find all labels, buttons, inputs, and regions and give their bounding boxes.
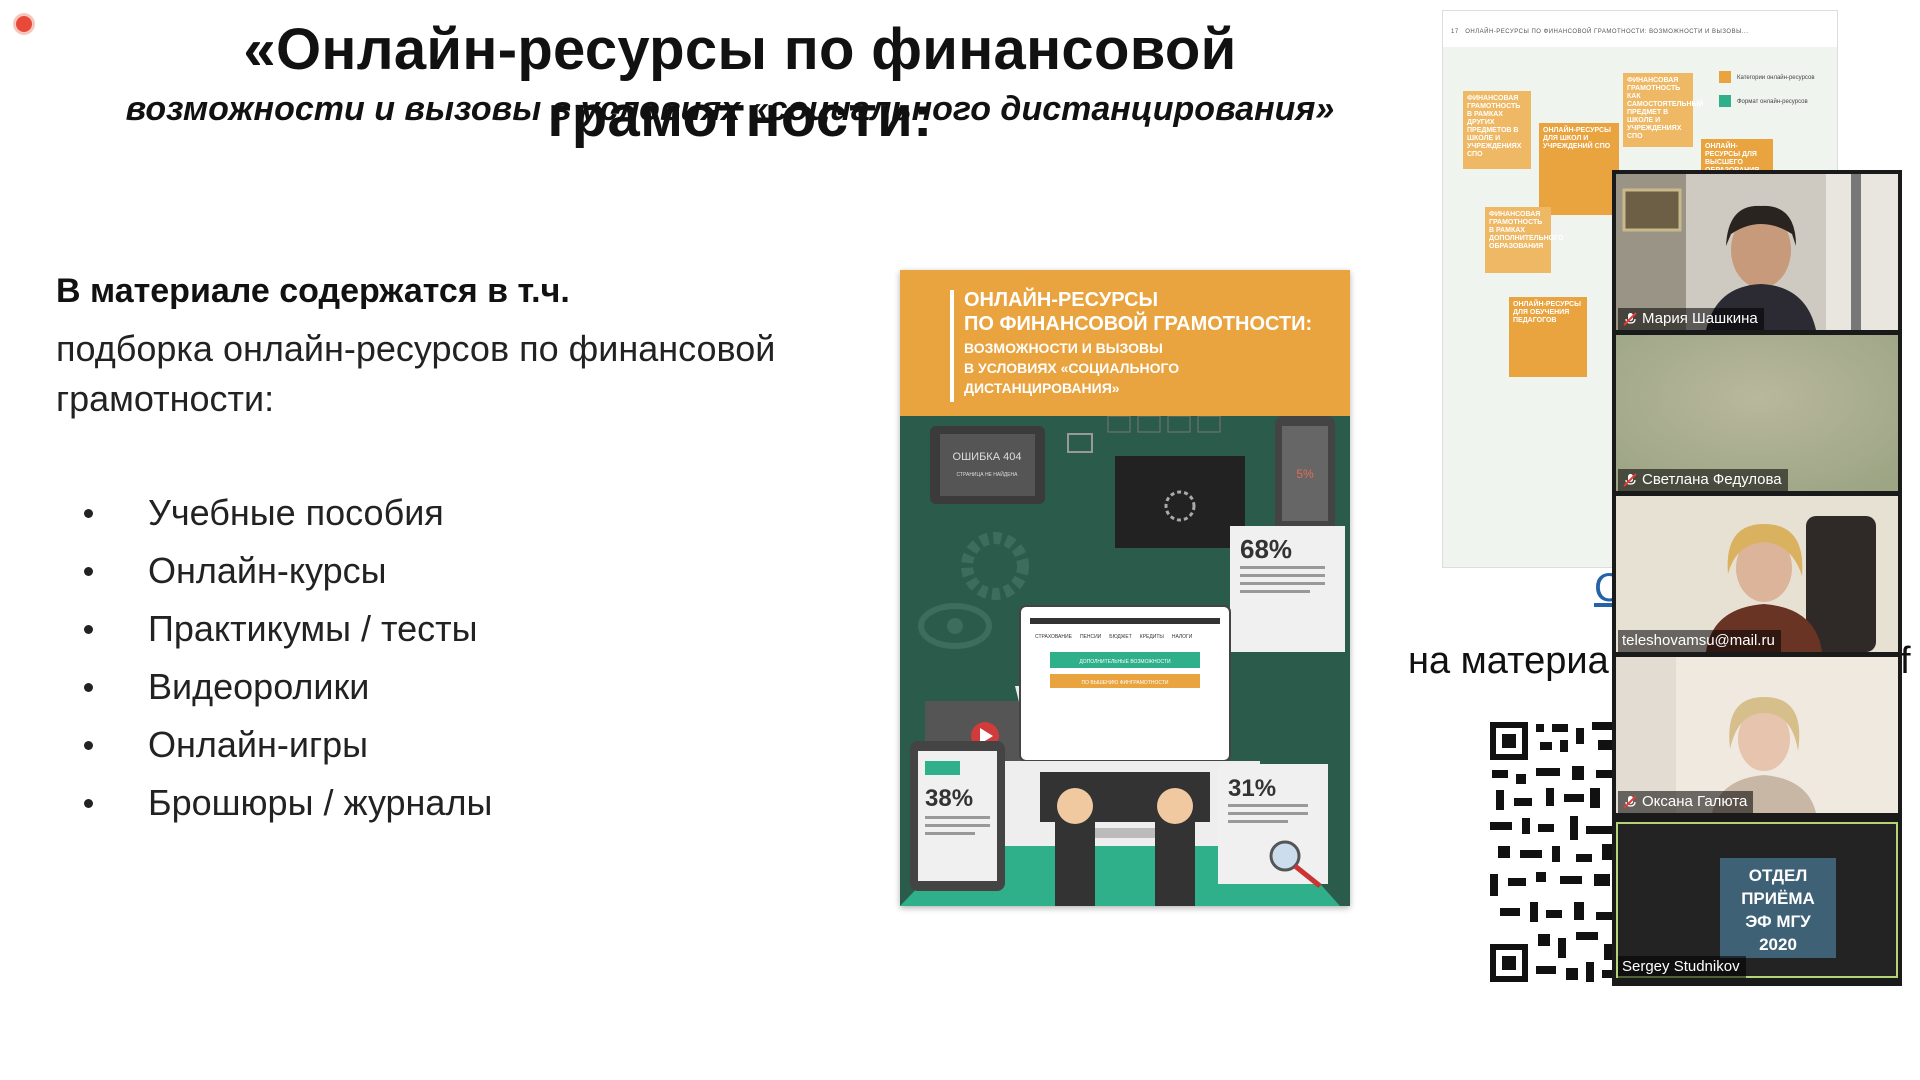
participant-name-label: Оксана Галюта: [1618, 791, 1754, 813]
svg-text:38%: 38%: [925, 785, 973, 812]
svg-text:68%: 68%: [1240, 534, 1292, 564]
bullet-icon: [84, 567, 93, 576]
participant-video: [1616, 657, 1898, 813]
slide-title: «Онлайн-ресурсы по финансовой грамотност…: [243, 17, 1237, 149]
participant-name-label: Мария Шашкина: [1618, 308, 1764, 330]
list-item: Онлайн-курсы: [80, 546, 492, 604]
bullet-icon: [84, 683, 93, 692]
category-box: ОНЛАЙН-РЕСУРСЫ ДЛЯ ШКОЛ И УЧРЕЖДЕНИЙ СПО: [1539, 123, 1619, 215]
book-cover-image: ОНЛАЙН-РЕСУРСЫ ПО ФИНАНСОВОЙ ГРАМОТНОСТИ…: [900, 270, 1350, 906]
participant-tile[interactable]: Оксана Галюта: [1616, 657, 1898, 813]
magnifier-icon: [1269, 840, 1301, 872]
participant-name-label: Светлана Федулова: [1618, 469, 1788, 491]
svg-text:ОШИБКА 404: ОШИБКА 404: [953, 451, 1022, 463]
slide-materials-text-end: f: [1900, 640, 1911, 682]
slide-subtitle: возможности и вызовы в условиях «социаль…: [125, 90, 1335, 128]
shared-slide-header: 17 ОНЛАЙН-РЕСУРСЫ ПО ФИНАНСОВОЙ ГРАМОТНО…: [1451, 29, 1749, 35]
bullet-icon: [84, 741, 93, 750]
list-item: Онлайн-игры: [80, 720, 492, 778]
content-heading: В материале содержатся в т.ч.: [56, 272, 570, 310]
recording-indicator-icon: [16, 16, 32, 32]
participant-tile-active[interactable]: ОТДЕЛ ПРИЁМА ЭФ МГУ 2020 Sergey Studniko…: [1616, 822, 1898, 978]
legend-label: Формат онлайн-ресурсов: [1737, 99, 1808, 105]
mic-muted-icon: [1623, 473, 1637, 487]
svg-text:ДОПОЛНИТЕЛЬНЫЕ ВОЗМОЖНОСТИ: ДОПОЛНИТЕЛЬНЫЕ ВОЗМОЖНОСТИ: [1079, 659, 1171, 665]
slide-materials-text: на материа: [1408, 640, 1609, 682]
legend-swatch-orange: [1719, 71, 1731, 83]
participant-name-label: teleshovamsu@mail.ru: [1618, 630, 1781, 652]
participant-tile[interactable]: teleshovamsu@mail.ru: [1616, 496, 1898, 652]
cover-illustration: ОШИБКА 404 СТРАНИЦА НЕ НАЙДЕНА 5% 68%: [900, 416, 1350, 906]
svg-text:31%: 31%: [1228, 775, 1276, 802]
category-box: ФИНАНСОВАЯ ГРАМОТНОСТЬ В РАМКАХ ДОПОЛНИТ…: [1485, 207, 1563, 273]
list-item: Видеоролики: [80, 662, 492, 720]
participant-tile[interactable]: Светлана Федулова: [1616, 335, 1898, 491]
participant-tile[interactable]: Мария Шашкина: [1616, 174, 1898, 330]
bullet-icon: [84, 625, 93, 634]
cover-subtitle: ВОЗМОЖНОСТИ И ВЫЗОВЫ В УСЛОВИЯХ «СОЦИАЛЬ…: [964, 340, 1180, 396]
cover-accent-bar: [950, 290, 954, 402]
gear-icon: [961, 532, 1029, 600]
participant-video: [1616, 174, 1898, 330]
category-box: ФИНАНСОВАЯ ГРАМОТНОСТЬ КАК САМОСТОЯТЕЛЬН…: [1623, 73, 1703, 147]
resource-list: Учебные пособия Онлайн-курсы Практикумы …: [80, 488, 492, 836]
cover-header: ОНЛАЙН-РЕСУРСЫ ПО ФИНАНСОВОЙ ГРАМОТНОСТИ…: [900, 270, 1350, 416]
content-description: подборка онлайн-ресурсов по финансовой г…: [56, 328, 776, 419]
legend-swatch-teal: [1719, 95, 1731, 107]
eye-icon: [918, 603, 992, 649]
participant-video: [1616, 335, 1898, 491]
list-item: Практикумы / тесты: [80, 604, 492, 662]
video-participants-panel: Мария Шашкина Светлана Федулова teleshov…: [1612, 170, 1902, 986]
participant-video: [1616, 496, 1898, 652]
bullet-icon: [84, 509, 93, 518]
mic-muted-icon: [1623, 312, 1637, 326]
cover-title: ОНЛАЙН-РЕСУРСЫ ПО ФИНАНСОВОЙ ГРАМОТНОСТИ…: [964, 289, 1313, 335]
lock-icon: [1067, 433, 1093, 453]
bullet-icon: [84, 799, 93, 808]
qr-code-image: [1486, 718, 1632, 988]
list-item: Брошюры / журналы: [80, 778, 492, 836]
loading-window-icon: [1115, 456, 1245, 548]
svg-text:ПО ВЫШЕНИЮ ФИНГРАМОТНОСТИ: ПО ВЫШЕНИЮ ФИНГРАМОТНОСТИ: [1082, 680, 1169, 686]
svg-text:СТРАНИЦА НЕ НАЙДЕНА: СТРАНИЦА НЕ НАЙДЕНА: [956, 470, 1018, 478]
stat-card-68: [1230, 526, 1345, 652]
participant-name-label: Sergey Studnikov: [1618, 956, 1746, 978]
category-box: ОНЛАЙН-РЕСУРСЫ ДЛЯ ОБУЧЕНИЯ ПЕДАГОГОВ: [1509, 297, 1587, 377]
category-box: ФИНАНСОВАЯ ГРАМОТНОСТЬ В РАМКАХ ДРУГИХ П…: [1463, 91, 1531, 169]
svg-text:5%: 5%: [1296, 467, 1314, 481]
mic-muted-icon: [1623, 795, 1637, 809]
participant-avatar-badge: ОТДЕЛ ПРИЁМА ЭФ МГУ 2020: [1720, 858, 1836, 958]
list-item: Учебные пособия: [80, 488, 492, 546]
legend-label: Категории онлайн-ресурсов: [1737, 75, 1815, 81]
